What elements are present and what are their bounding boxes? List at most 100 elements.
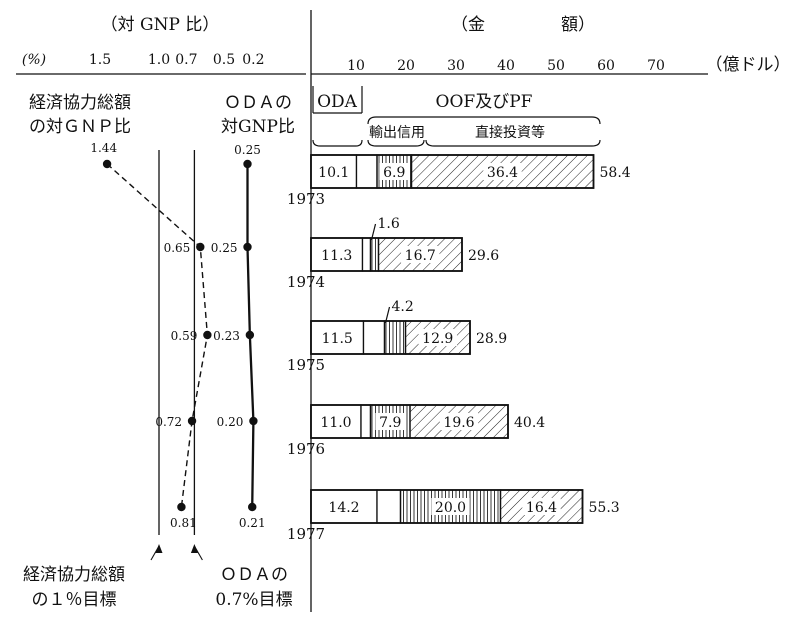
total-series-label-1: 経済協力総額 [29,93,131,113]
total-ratio-point [177,502,186,512]
left-tick-label: 1.5 [89,52,111,68]
bar-segment [355,154,378,189]
bar-segment [362,320,386,355]
bar-segment [310,154,358,189]
bar-total-label: 28.9 [476,331,507,347]
bar-segment [310,489,378,524]
bar-segment [369,237,380,272]
callout-label: 1.6 [378,216,400,232]
ratio-value-label: 0.59 [171,329,198,343]
bar-outline [310,489,584,524]
oda-ratio-point [248,502,257,512]
left-tick-label: 0.2 [242,52,264,68]
left-tick-label: 0.5 [213,52,235,68]
target-lines [150,150,203,561]
group-brackets [312,86,601,147]
ratio-value-label: 0.25 [211,241,238,255]
left-panel-header: （対 GNP 比） [101,15,220,35]
left-axis-unit: (%) [22,52,46,68]
group-label-export: 輸出信用 [369,125,425,141]
right-tick-label: 40 [497,58,515,74]
segment-label: 11.0 [320,415,351,431]
target-1pct-label-2: の１％目標 [32,590,117,610]
right-tick-label: 20 [397,58,415,74]
year-label: 1976 [287,440,325,458]
segment-label: 7.9 [379,415,401,431]
segment-label: 16.4 [526,500,557,516]
segment-label: 14.2 [328,500,359,516]
left-series: 1.440.650.590.720.810.250.250.230.200.21 [90,141,265,530]
right-tick-label: 10 [347,58,365,74]
bar-total-label: 55.3 [589,500,620,516]
target-arrow-head [190,544,198,553]
oda-ratio-point [243,242,252,252]
bar-outline [310,404,509,439]
bar-segment [383,320,407,355]
segment-label: 16.7 [405,248,436,264]
ratio-value-label: 0.65 [164,241,191,255]
segment-label: 20.0 [435,500,466,516]
year-label: 1973 [287,190,325,208]
left-tick-label: 1.0 [148,52,170,68]
target-07pct-label-1: ＯＤＡの [220,565,288,585]
left-tick-label: 0.7 [175,52,197,68]
left-axis-ticks: 1.5 1.0 0.7 0.5 0.2 [89,52,265,68]
total-ratio-point [203,330,212,340]
oda-ratio-point [243,159,252,169]
right-tick-label: 70 [647,58,665,74]
oda-ratio-point [245,330,255,340]
bar-outline [310,237,463,272]
group-label-oda: ODA [317,92,358,112]
right-axis-unit: （億ドル） [706,55,791,75]
segment-label-bg [418,329,457,346]
segment-label: 19.6 [443,415,474,431]
bar-outline [310,320,471,355]
bar-segment [360,404,372,439]
callout-line [384,306,391,324]
oda-series-label-2: 対GNP比 [221,117,295,137]
segment-label: 6.9 [383,165,405,181]
ratio-value-label: 0.20 [217,415,244,429]
bar-segment [361,237,372,272]
bar-segment [376,489,402,524]
segment-label-bg [431,498,470,515]
oda-series-label-1: ＯＤＡの [224,93,292,113]
ratio-value-label: 0.81 [170,516,197,530]
segment-label-bg [379,163,410,180]
bar-segment [310,404,362,439]
segment-label-bg [439,413,479,430]
year-label: 1977 [287,525,325,543]
bar-total-label: 40.4 [514,415,545,431]
callout-line [370,223,377,241]
oda-ratio-point [249,416,258,426]
total-series-label-2: の対ＧＮＰ比 [29,117,131,137]
total-ratio-point [102,159,112,169]
ratio-value-label: 1.44 [90,141,117,155]
segment-label-bg [375,413,406,430]
segment-label: 10.1 [318,165,349,181]
segment-label-bg [483,163,522,180]
group-label-oof: OOF及びPF [436,92,533,112]
ratio-value-label: 0.23 [213,329,240,343]
target-07pct-label-2: 0.7%目標 [215,590,292,610]
ratio-value-label: 0.21 [239,516,266,530]
segment-label: 12.9 [422,331,453,347]
ratio-value-label: 0.25 [234,143,261,157]
right-tick-label: 60 [597,58,615,74]
bar-outline [310,154,595,189]
group-label-direct: 直接投資等 [475,124,545,141]
segment-label-bg [401,246,440,263]
year-label: 1975 [287,356,325,374]
target-1pct-label-1: 経済協力総額 [23,565,125,585]
right-tick-label: 50 [547,58,565,74]
target-arrow-head [155,544,163,553]
segment-label: 11.5 [322,331,353,347]
bar-total-label: 29.6 [468,248,499,264]
right-tick-label: 30 [447,58,465,74]
right-axis-ticks: 10 20 30 40 50 60 70 [347,58,665,74]
segment-label: 36.4 [487,165,518,181]
total-ratio-point [187,416,197,426]
bar-total-label: 58.4 [600,165,631,181]
